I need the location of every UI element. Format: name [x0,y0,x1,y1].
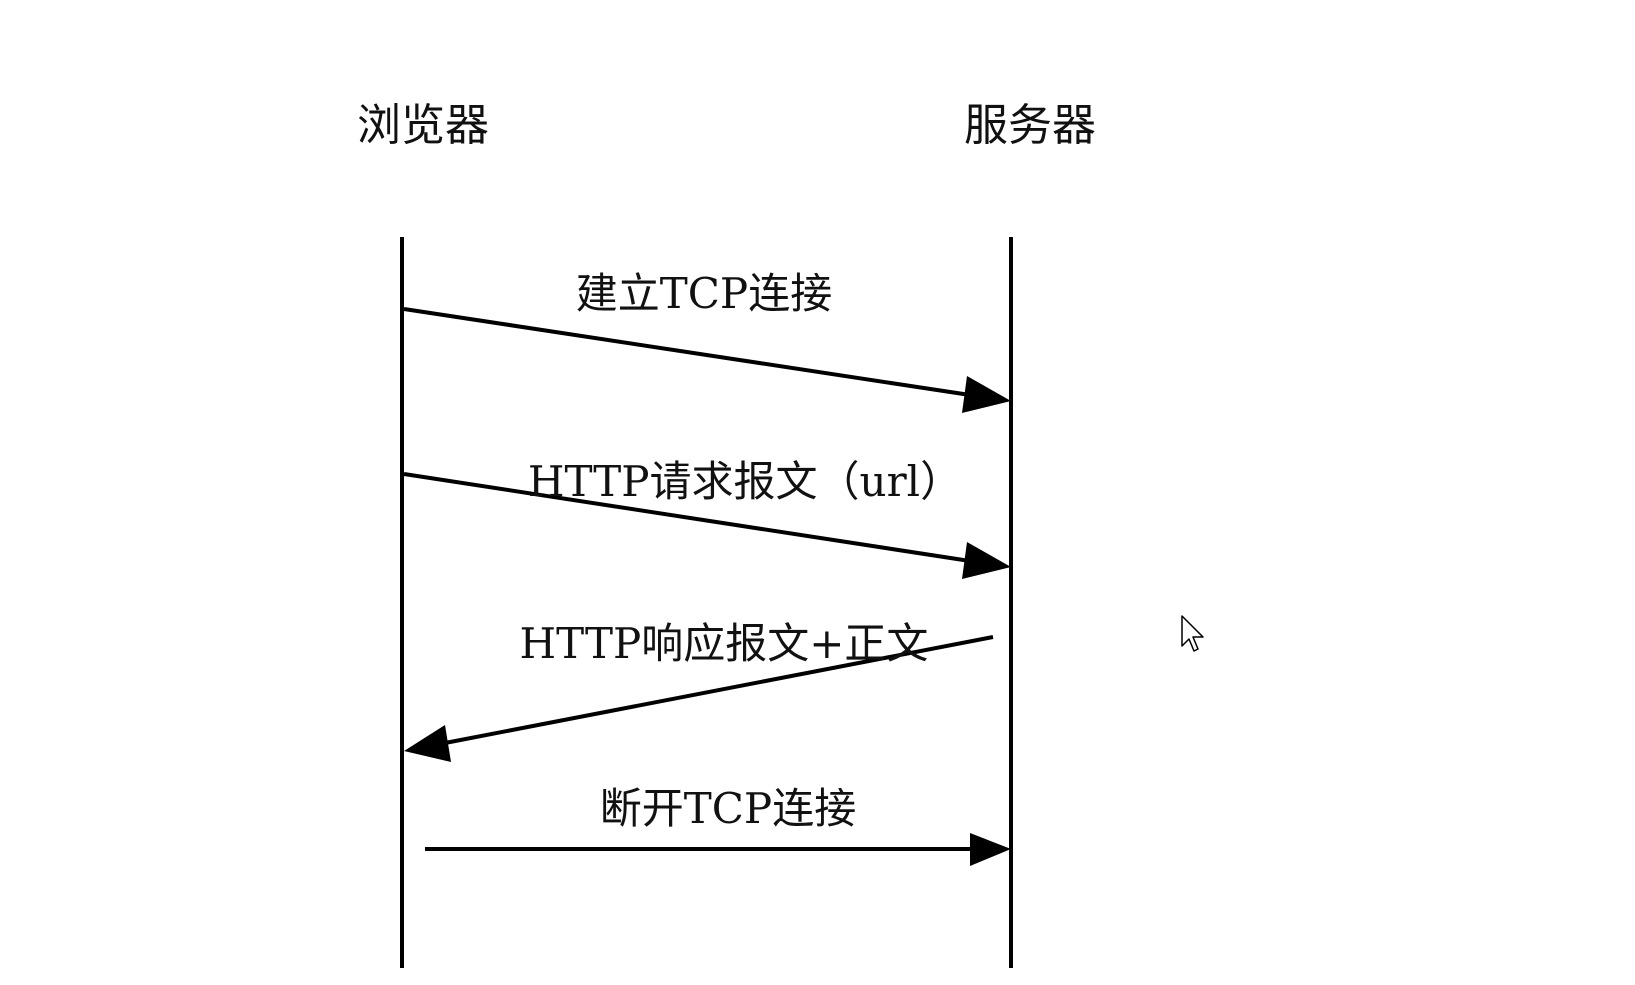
arrowhead-http-response [404,725,451,762]
browser-label: 浏览器 [357,100,489,151]
arrow-http-response [444,635,994,745]
arrow-http-request [403,472,971,563]
server-label: 服务器 [964,100,1096,151]
arrowhead-close-tcp [970,833,1011,866]
arrow-establish-tcp [403,307,971,397]
label-http-request: HTTP请求报文（url） [528,457,962,506]
arrowhead-http-request [962,542,1011,579]
mouse-pointer-icon [1181,615,1204,652]
label-http-response: HTTP响应报文+正文 [520,619,929,668]
label-establish-tcp: 建立TCP连接 [576,269,832,318]
arrowhead-establish-tcp [962,376,1011,413]
label-close-tcp: 断开TCP连接 [600,784,856,833]
